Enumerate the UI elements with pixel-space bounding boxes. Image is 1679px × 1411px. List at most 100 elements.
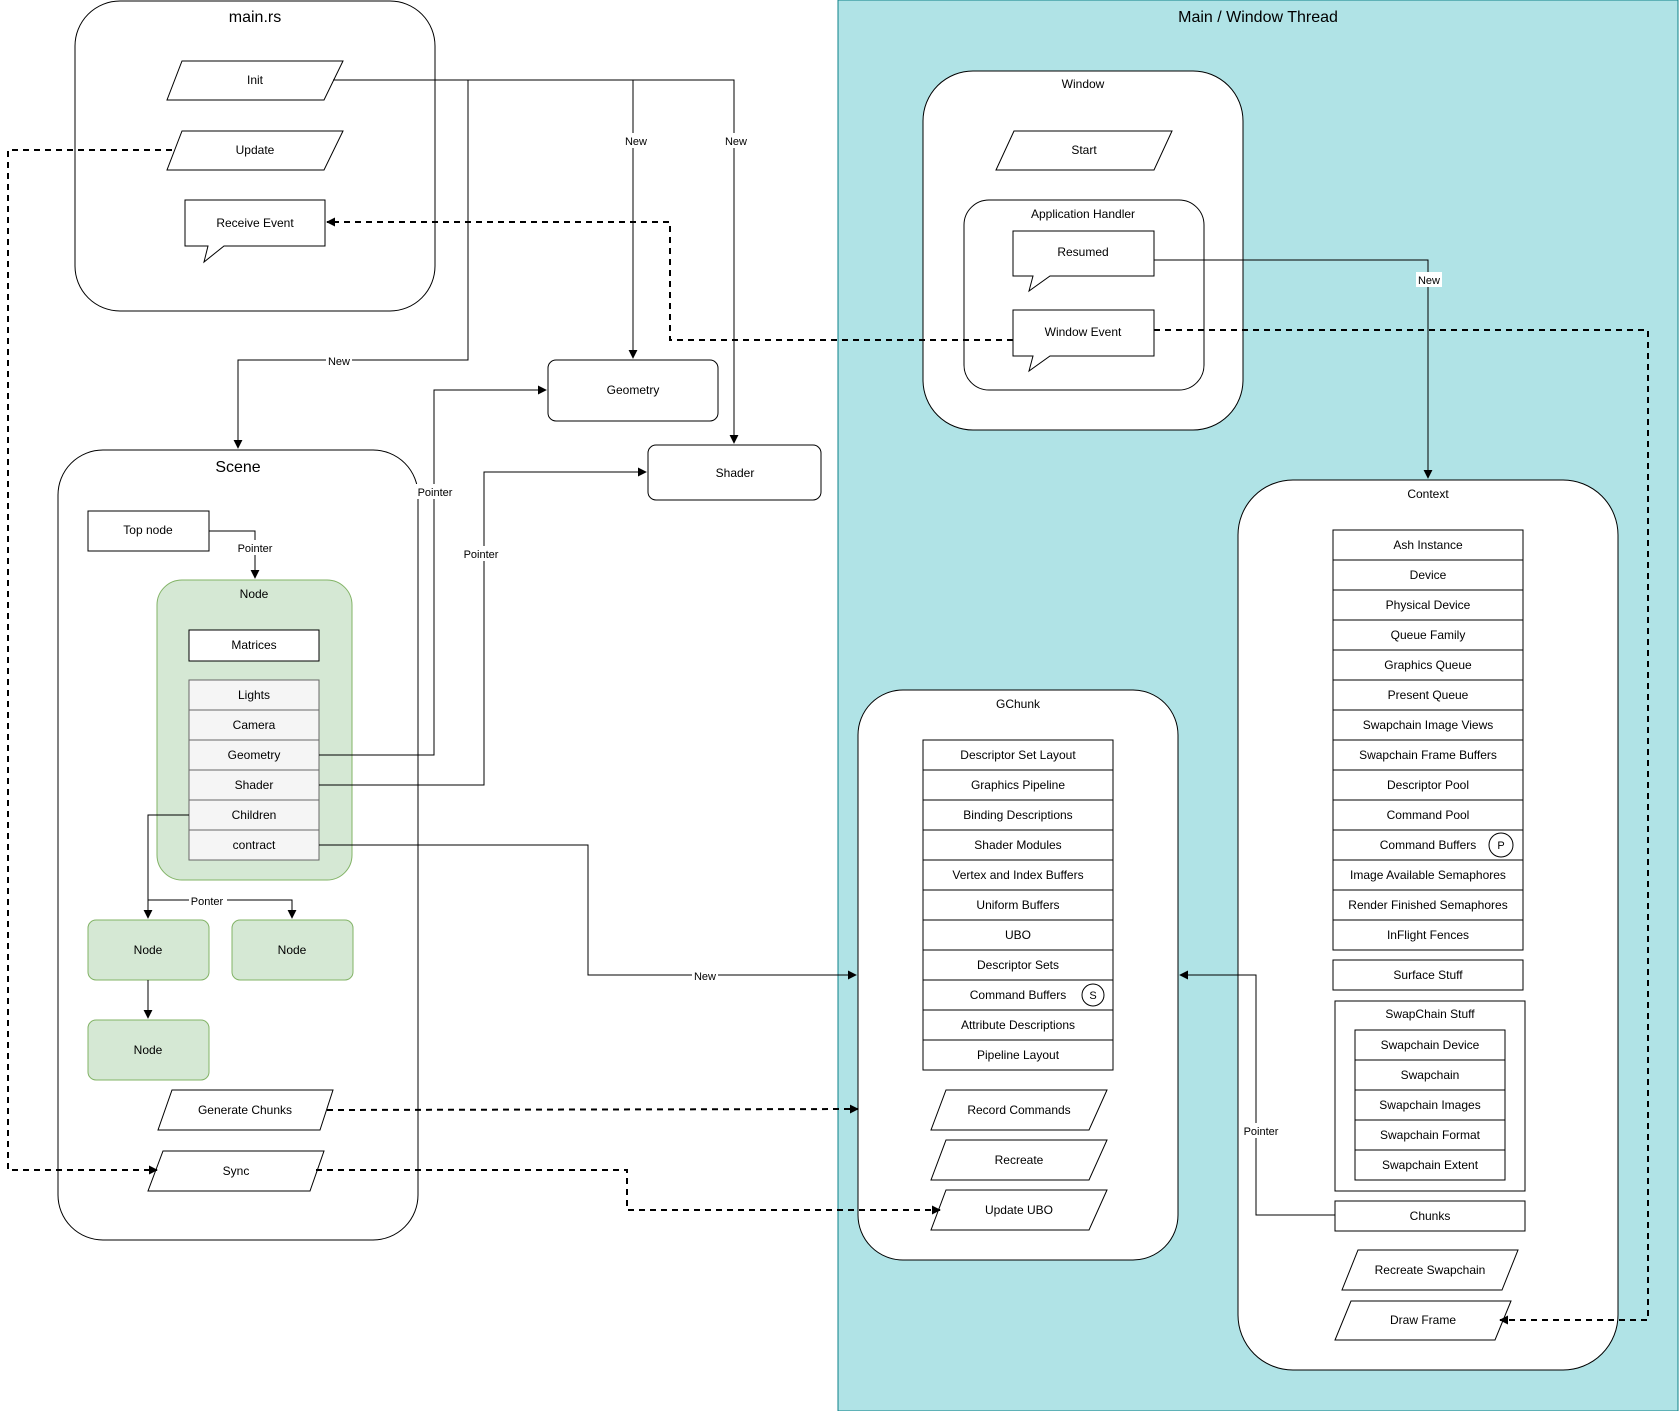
context-field[interactable]: Present Queue [1333,688,1523,711]
matrices-field[interactable]: Matrices [188,629,320,662]
app-handler-container [963,199,1205,391]
context-field[interactable]: Command Buffers P [1333,832,1523,861]
update-ubo-label: Update UBO [985,1203,1053,1217]
gchunk-field[interactable]: Attribute Descriptions [923,1018,1113,1041]
context-field-render-finished-semaphores: Render Finished Semaphores [1348,898,1507,912]
edge-sync-to-update-ubo [316,1169,941,1215]
gchunk-title: GChunk [996,697,1041,711]
node-field[interactable]: Lights [189,688,319,711]
edge-label-pointer-chunks: Pointer [1244,1126,1279,1138]
context-field[interactable]: Command Pool [1333,808,1523,831]
geometry-label: Geometry [607,383,660,397]
gchunk-field-pipeline-layout: Pipeline Layout [977,1048,1060,1062]
gchunk-field[interactable]: Command Buffers S [923,983,1113,1011]
node-field-lights: Lights [238,688,270,702]
gchunk-field[interactable]: Binding Descriptions [923,808,1113,831]
start-process[interactable]: Start [995,130,1173,171]
sync-process[interactable]: Sync [147,1150,325,1192]
gchunk-field[interactable]: Descriptor Set Layout [923,748,1113,771]
draw-frame-label: Draw Frame [1390,1313,1456,1327]
update-ubo-process[interactable]: Update UBO [930,1189,1108,1231]
gchunk-field-shader-modules: Shader Modules [974,838,1061,852]
gchunk-field[interactable]: Graphics Pipeline [923,778,1113,801]
node-field[interactable]: Camera [189,718,319,741]
generate-chunks-process[interactable]: Generate Chunks [157,1089,334,1131]
edge-topnode-to-node [209,530,260,579]
context-field-device: Device [1410,568,1447,582]
child-node-2[interactable]: Node [231,919,354,981]
geometry-box[interactable]: Geometry [547,359,719,422]
generate-chunks-label: Generate Chunks [198,1103,292,1117]
node-fields: Lights Camera Geometry Shader Children c… [188,679,320,861]
swapchain-field[interactable]: Swapchain Format [1355,1128,1505,1151]
gchunk-field-binding-descriptions: Binding Descriptions [963,808,1072,822]
context-field[interactable]: Swapchain Image Views [1333,718,1523,741]
init-process[interactable]: Init [166,60,344,101]
recreate-swapchain-process[interactable]: Recreate Swapchain [1341,1249,1519,1291]
node-field-geometry: Geometry [228,748,281,762]
node-field[interactable]: Shader [189,778,319,801]
recreate-process[interactable]: Recreate [930,1139,1108,1181]
context-field[interactable]: Queue Family [1333,628,1523,651]
window-event-callout[interactable]: Window Event [1012,309,1155,373]
gchunk-field[interactable]: Descriptor Sets [923,958,1113,981]
gchunk-field[interactable]: Uniform Buffers [923,898,1113,921]
swapchain-fields: Swapchain Device Swapchain Swapchain Ima… [1354,1029,1506,1181]
child-node-1[interactable]: Node [87,919,210,981]
edge-update-to-sync [7,149,172,1175]
context-field-command-buffers: Command Buffers [1380,838,1477,852]
start-label: Start [1071,143,1097,157]
gchunk-field[interactable]: UBO [923,928,1113,951]
gchunk-field-ubo: UBO [1005,928,1031,942]
surface-stuff-box[interactable]: Surface Stuff [1332,959,1524,991]
edge-label: New [692,968,718,983]
gchunk-field[interactable]: Pipeline Layout [977,1048,1060,1062]
edge-label-ponter-children: Ponter [191,896,224,908]
gchunk-field[interactable]: Shader Modules [923,838,1113,861]
node-field-contract: contract [233,838,276,852]
context-field[interactable]: Device [1333,568,1523,591]
swapchain-field-format: Swapchain Format [1380,1128,1481,1142]
gchunk-fields: Descriptor Set Layout Graphics Pipeline … [922,739,1114,1071]
context-field[interactable]: Descriptor Pool [1333,778,1523,801]
main-rs-title: main.rs [229,9,281,26]
thread-title: Main / Window Thread [1178,9,1338,26]
draw-frame-process[interactable]: Draw Frame [1334,1300,1512,1341]
record-commands-process[interactable]: Record Commands [930,1089,1108,1131]
context-field[interactable]: Physical Device [1333,598,1523,621]
edge-geometry-field-to-geometry [319,385,547,756]
top-node-box[interactable]: Top node [87,510,210,552]
swapchain-field[interactable]: Swapchain [1355,1068,1505,1091]
swapchain-field[interactable]: Swapchain Images [1355,1098,1505,1121]
context-field[interactable]: Ash Instance [1333,538,1523,561]
node-field[interactable]: contract [233,838,276,852]
node-field-shader: Shader [235,778,274,792]
context-field[interactable]: Image Available Semaphores [1333,868,1523,891]
receive-event-callout[interactable]: Receive Event [184,199,326,264]
edge-resumed-to-context [1154,259,1433,479]
gchunk-field-command-buffers: Command Buffers [970,988,1067,1002]
context-field[interactable]: Graphics Queue [1333,658,1523,681]
context-field[interactable]: InFlight Fences [1387,928,1469,942]
child-node-3[interactable]: Node [87,1019,210,1081]
gchunk-field-graphics-pipeline: Graphics Pipeline [971,778,1065,792]
scene-title: Scene [215,459,260,476]
gchunk-field[interactable]: Vertex and Index Buffers [923,868,1113,891]
gchunk-field-vertex-index-buffers: Vertex and Index Buffers [952,868,1083,882]
edge-generate-chunks-to-record [326,1104,859,1114]
swapchain-field[interactable]: Swapchain Device [1355,1038,1505,1061]
edge-label-new-context: New [1418,275,1440,287]
context-field[interactable]: Render Finished Semaphores [1333,898,1523,921]
resumed-callout[interactable]: Resumed [1012,230,1155,293]
edge-label: New [326,353,352,368]
shader-label: Shader [716,466,755,480]
swapchain-field[interactable]: Swapchain Extent [1382,1158,1479,1172]
chunks-box[interactable]: Chunks [1334,1200,1526,1232]
shader-box[interactable]: Shader [647,444,822,501]
context-field[interactable]: Swapchain Frame Buffers [1333,748,1523,771]
node-field[interactable]: Geometry [189,748,319,771]
update-process[interactable]: Update [166,130,344,171]
node-field[interactable]: Children [189,808,319,831]
edge-label: Pointer [234,540,276,555]
